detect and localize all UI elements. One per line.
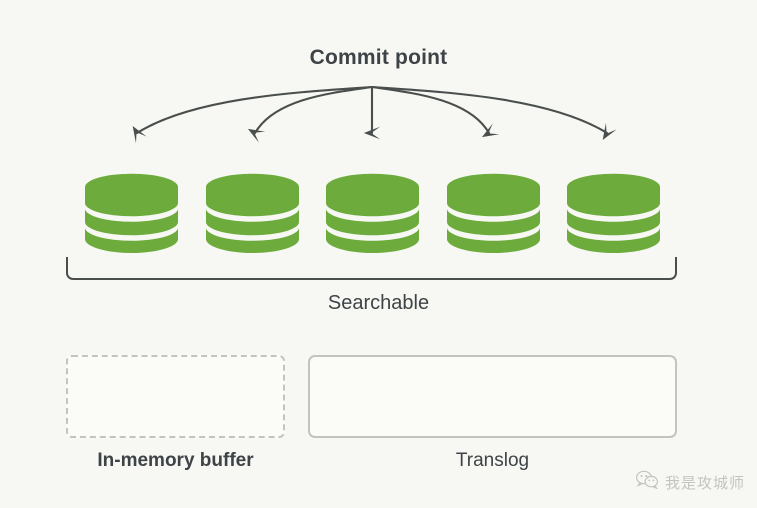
arrow-to-shard-5 [370, 85, 617, 140]
in-memory-buffer-box [66, 355, 285, 438]
arrow-to-shard-2 [247, 85, 374, 143]
in-memory-buffer-label: In-memory buffer [97, 450, 254, 471]
shard-cylinder [324, 173, 421, 253]
shard-cylinder [445, 173, 542, 253]
shard-cylinder [565, 173, 662, 253]
translog-label: Translog [455, 450, 530, 471]
shard-cylinder [83, 173, 180, 253]
searchable-bracket [66, 257, 677, 280]
wechat-icon [635, 470, 659, 494]
commit-point-title: Commit point [309, 46, 448, 69]
translog-box [308, 355, 677, 438]
shard-cylinder-row [83, 173, 661, 253]
searchable-label: Searchable [327, 292, 430, 314]
shard-cylinder [204, 173, 301, 253]
watermark: 我是攻城师 [635, 470, 745, 494]
arrow-to-shard-1 [132, 85, 374, 144]
watermark-text: 我是攻城师 [664, 473, 745, 492]
arrow-to-shard-4 [370, 85, 500, 138]
